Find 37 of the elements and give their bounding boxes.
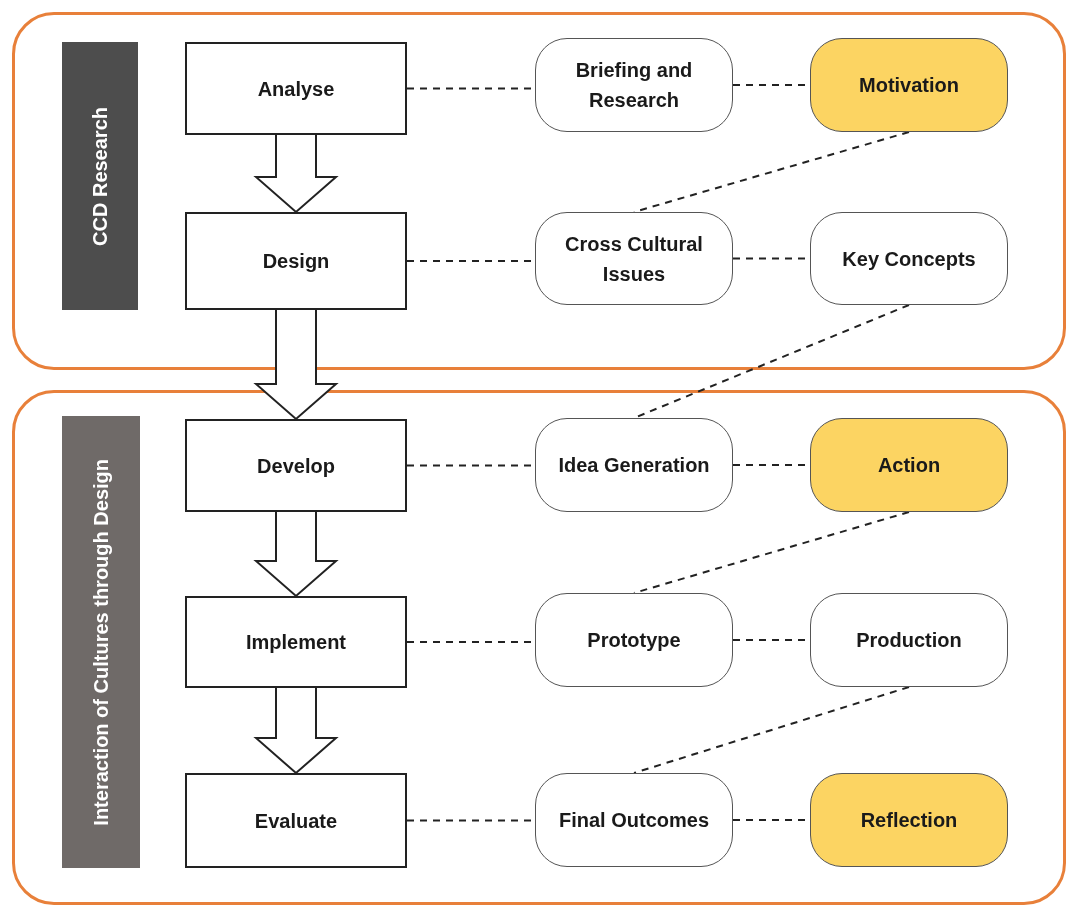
node-label: Evaluate (254, 808, 338, 834)
node-label: Reflection (860, 808, 958, 833)
node-label: Develop (257, 453, 335, 479)
block-arrow (253, 511, 339, 598)
node-label: Motivation (859, 73, 959, 98)
rounded-box (535, 38, 733, 132)
section-title: Interaction of Cultures through Design (89, 458, 113, 826)
rounded-box (810, 593, 1008, 687)
node-label: Prototype (587, 628, 681, 653)
dashed-connector (633, 511, 910, 594)
node-label: Implement (246, 630, 346, 655)
section-bar (62, 42, 138, 310)
section-bar (62, 416, 140, 868)
node-label: Final Outcomes (559, 808, 709, 833)
node-label: Analyse (257, 76, 335, 102)
node-label: Key Concepts (842, 246, 976, 272)
dashed-connector (633, 686, 910, 774)
rounded-box (810, 418, 1008, 512)
node-label: Design (262, 249, 330, 274)
rounded-box (535, 773, 733, 867)
node-label: Action (877, 453, 941, 478)
block-arrow (253, 309, 339, 421)
node-label: Production (856, 628, 962, 653)
rounded-box (535, 593, 733, 687)
rounded-box (535, 212, 733, 305)
rounded-box (535, 418, 733, 512)
section-panel (12, 12, 1066, 370)
node-label: Briefing and Research (574, 58, 694, 113)
node-label: Cross Cultural Issues (564, 231, 704, 287)
node-label: Idea Generation (558, 453, 710, 478)
rounded-box (810, 38, 1008, 132)
section-panel (12, 390, 1066, 905)
section-title: CCD Research (88, 106, 112, 246)
block-arrow (253, 687, 339, 775)
block-arrow (253, 134, 339, 214)
rounded-box (810, 773, 1008, 867)
rounded-box (810, 212, 1008, 305)
